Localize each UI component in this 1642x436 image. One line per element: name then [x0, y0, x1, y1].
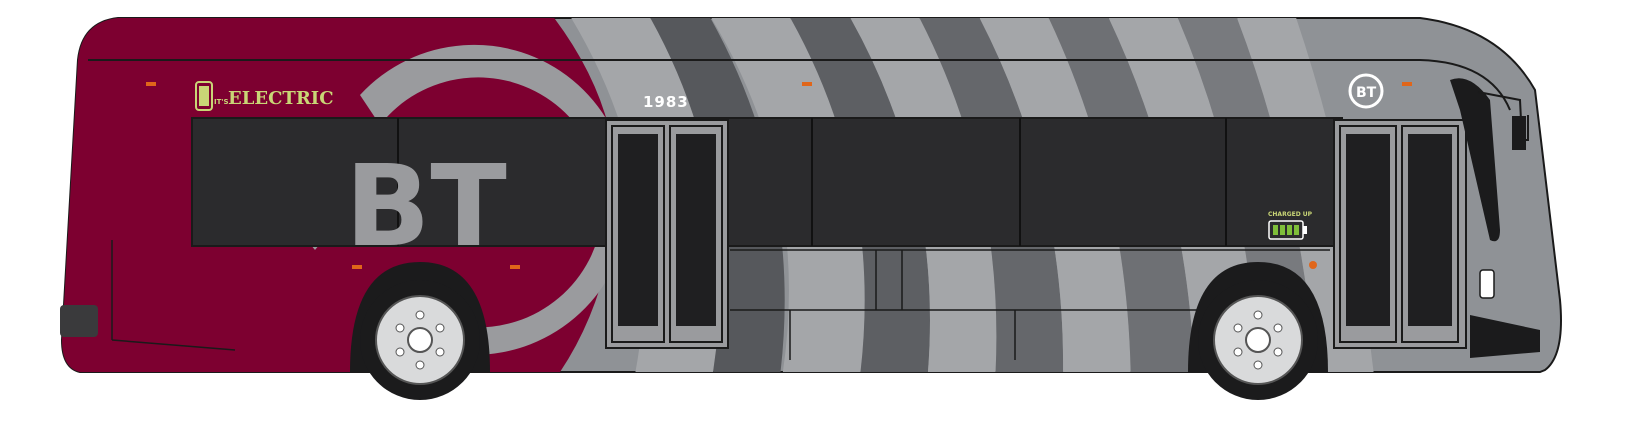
rear-bumper: [60, 305, 98, 337]
headlight: [1479, 269, 1495, 299]
marker-lights: [146, 82, 1412, 269]
small-bt-logo: BT: [1348, 73, 1384, 109]
small-logo-text: BT: [1356, 85, 1377, 101]
side-mirror: [1512, 116, 1526, 150]
front-end: [1450, 78, 1540, 358]
front-door: [605, 119, 729, 349]
charged-label: CHARGED UP: [1268, 211, 1313, 218]
rear-wheel: [1188, 262, 1328, 400]
electric-prefix: IT'S: [214, 98, 229, 106]
front-wheel: [350, 262, 490, 400]
rear-door: [1333, 119, 1467, 349]
bt-logo-text: BT: [345, 142, 507, 272]
fleet-number: 1983: [643, 93, 689, 111]
charged-indicator: CHARGED UP: [1268, 211, 1313, 240]
battery-icon: [195, 81, 213, 111]
battery-fill: [199, 86, 209, 106]
window-band: [191, 117, 1343, 247]
electric-badge: IT'S ELECTRIC: [195, 81, 334, 111]
panel-lines: [111, 240, 1330, 360]
electric-label: ELECTRIC: [228, 88, 334, 109]
